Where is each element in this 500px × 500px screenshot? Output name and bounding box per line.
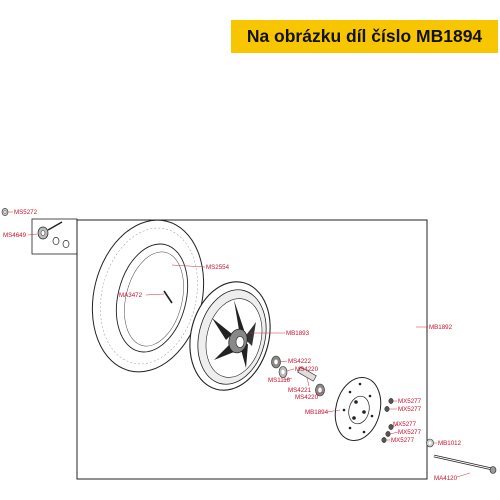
- nut-icon: [1, 208, 9, 216]
- label-mb1894: MB1894: [305, 409, 329, 416]
- inset-frame: [31, 218, 78, 255]
- label-ms4221: MS4221: [288, 387, 312, 394]
- label-ms5272: MS5272: [14, 209, 38, 216]
- label-ma3472: MA3472: [119, 292, 143, 299]
- label-mb1893: MB1893: [286, 330, 310, 337]
- label-ms4220-a: MS4220: [295, 366, 319, 373]
- axle: [433, 454, 497, 474]
- axle-nut: [426, 438, 434, 448]
- leader-lines: [8, 211, 471, 478]
- label-ms2554: MS2554: [206, 264, 230, 271]
- label-mx5277-c: MX5277: [393, 421, 417, 428]
- banner-text: Na obrázku díl číslo MB1894: [246, 26, 483, 46]
- label-ms4649: MS4649: [3, 232, 27, 239]
- label-mb1012: MB1012: [438, 440, 462, 447]
- label-mb1892: MB1892: [429, 324, 453, 331]
- brake-disc: [334, 376, 382, 442]
- valve-stem: [163, 290, 173, 304]
- label-mx5277-a: MX5277: [398, 398, 422, 405]
- tire: [91, 219, 205, 373]
- label-mx5277-b: MX5277: [398, 406, 422, 413]
- label-ma4120: MA4120: [434, 475, 458, 482]
- label-ms4220-b: MS4220: [295, 394, 319, 401]
- assembly-frame: [76, 219, 428, 480]
- inset-valve-parts: [37, 221, 70, 248]
- label-ms4222: MS4222: [288, 358, 312, 365]
- label-ms1116: MS1116: [268, 377, 291, 384]
- part-number-banner: Na obrázku díl číslo MB1894: [231, 20, 498, 53]
- label-mx5277-d: MX5277: [398, 429, 422, 436]
- rim: [189, 281, 271, 391]
- label-mx5277-e: MX5277: [391, 437, 415, 444]
